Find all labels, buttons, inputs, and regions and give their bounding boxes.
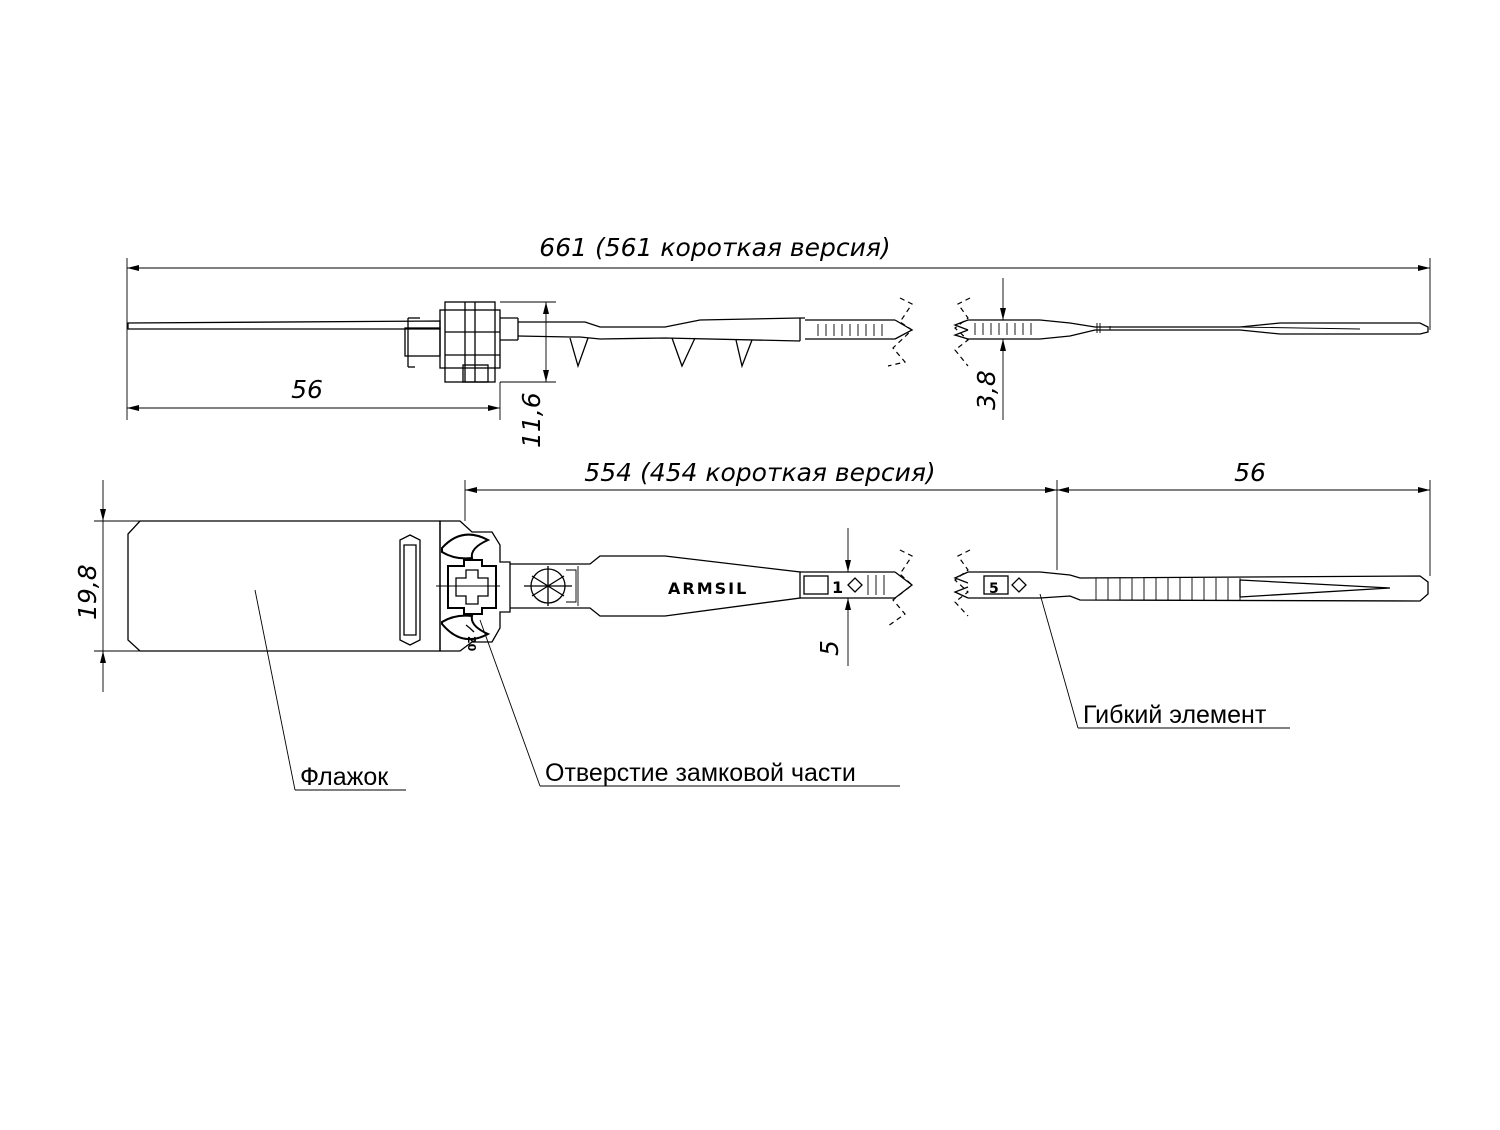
lock-head: 20: [436, 520, 511, 652]
flag-label: Флажок: [300, 763, 389, 791]
brand-mark: ARMSIL: [668, 579, 748, 598]
callout-flexible-element: Гибкий элемент: [1039, 593, 1290, 729]
flexible-element-ribs: [1095, 578, 1391, 600]
lock-hole-label: Отверстие замковой части: [545, 759, 856, 787]
digit-left: 1: [832, 578, 843, 597]
strap-thickness-label: 3,8: [972, 370, 1001, 410]
flexible-element-label: Гибкий элемент: [1083, 701, 1267, 729]
dim-tail-length: 56: [1057, 458, 1431, 576]
strap-width-label: 5: [815, 640, 844, 656]
dim-strap-length: 554 (454 короткая версия): [464, 458, 1058, 570]
total-length-label: 661 (561 короткая версия): [539, 233, 890, 262]
flag: [127, 520, 441, 652]
neck-emblem: [524, 566, 579, 606]
dim-flag-side-length: 56: [127, 375, 501, 420]
dim-strap-thickness: 3,8: [972, 278, 1006, 420]
lock-body-side: [404, 301, 519, 383]
dim-flag-height: 19,8: [73, 480, 140, 692]
dim-strap-width: 5: [815, 528, 858, 666]
flag-height-label: 19,8: [73, 564, 102, 620]
strap-length-label: 554 (454 короткая версия): [584, 458, 935, 487]
flag-side-length-label: 56: [291, 375, 323, 404]
digit-right: 5: [989, 581, 999, 597]
callout-lock-hole: Отверстие замковой части: [479, 619, 900, 787]
side-view: [127, 297, 1429, 383]
tail-length-label: 56: [1234, 458, 1266, 487]
lock-height-label: 11,6: [517, 392, 546, 448]
teeth-right-side: [953, 319, 1032, 340]
dim-lock-height: 11,6: [500, 301, 556, 448]
teeth-left-side: [817, 319, 914, 340]
top-view: 20 ARMSIL 1 5: [127, 520, 1429, 652]
callout-flag: Флажок: [254, 589, 406, 791]
size-mark: 20: [465, 636, 478, 652]
dim-total-length: 661 (561 короткая версия): [126, 233, 1431, 420]
